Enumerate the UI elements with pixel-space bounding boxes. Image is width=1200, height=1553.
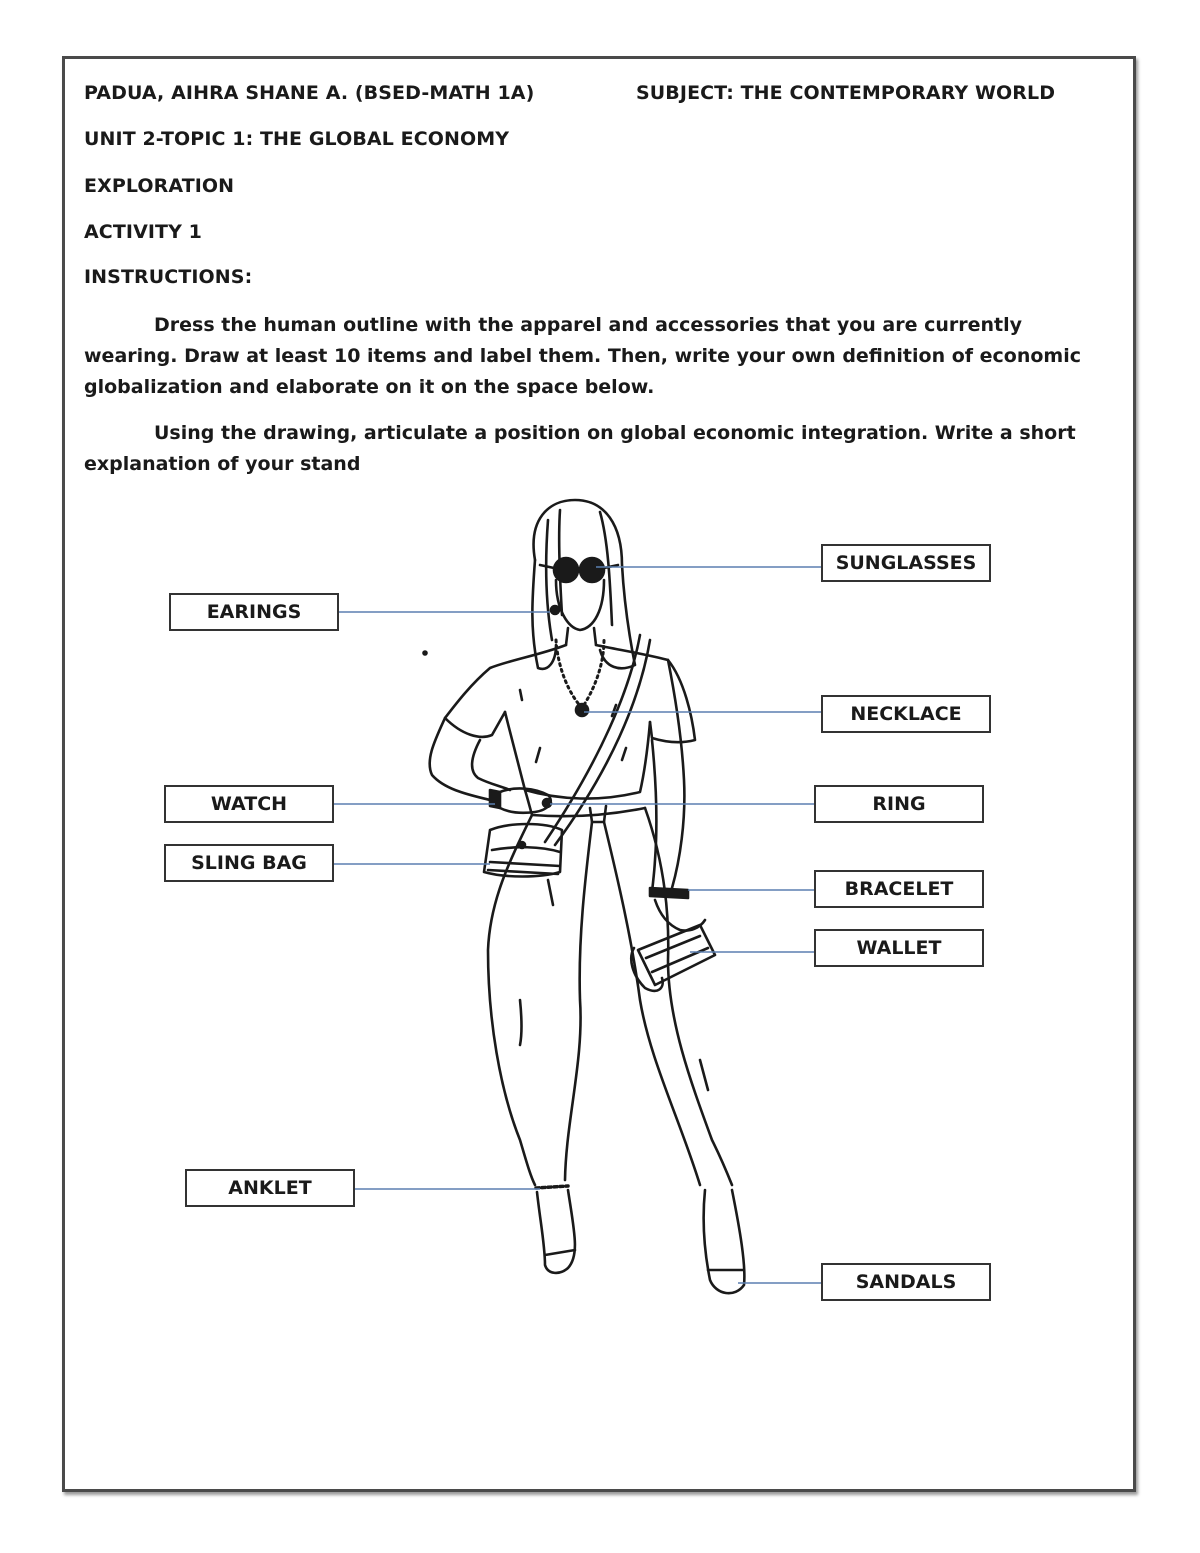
woman-outline bbox=[422, 498, 746, 1295]
label-watch: WATCH bbox=[164, 785, 334, 823]
label-sunglasses: SUNGLASSES bbox=[821, 544, 991, 582]
label-bracelet: BRACELET bbox=[814, 870, 984, 908]
leader-lines bbox=[334, 566, 821, 1284]
label-sandals: SANDALS bbox=[821, 1263, 991, 1301]
label-sling-bag: SLING BAG bbox=[164, 844, 334, 882]
label-anklet: ANKLET bbox=[185, 1169, 355, 1207]
label-necklace: NECKLACE bbox=[821, 695, 991, 733]
label-earings: EARINGS bbox=[169, 593, 339, 631]
unit-title: UNIT 2-TOPIC 1: THE GLOBAL ECONOMY bbox=[84, 128, 510, 150]
page-border bbox=[62, 56, 1136, 1492]
activity-title: ACTIVITY 1 bbox=[84, 221, 203, 243]
instructions-paragraph-1: Dress the human outline with the apparel… bbox=[84, 314, 1082, 398]
student-name: PADUA, AIHRA SHANE A. (BSED-MATH 1A) bbox=[84, 82, 535, 104]
instructions-paragraph-2: Using the drawing, articulate a position… bbox=[84, 422, 1076, 475]
label-ring: RING bbox=[814, 785, 984, 823]
instructions-heading: INSTRUCTIONS: bbox=[84, 266, 253, 288]
label-wallet: WALLET bbox=[814, 929, 984, 967]
section-title: EXPLORATION bbox=[84, 175, 235, 197]
subject-title: SUBJECT: THE CONTEMPORARY WORLD bbox=[636, 82, 1056, 104]
